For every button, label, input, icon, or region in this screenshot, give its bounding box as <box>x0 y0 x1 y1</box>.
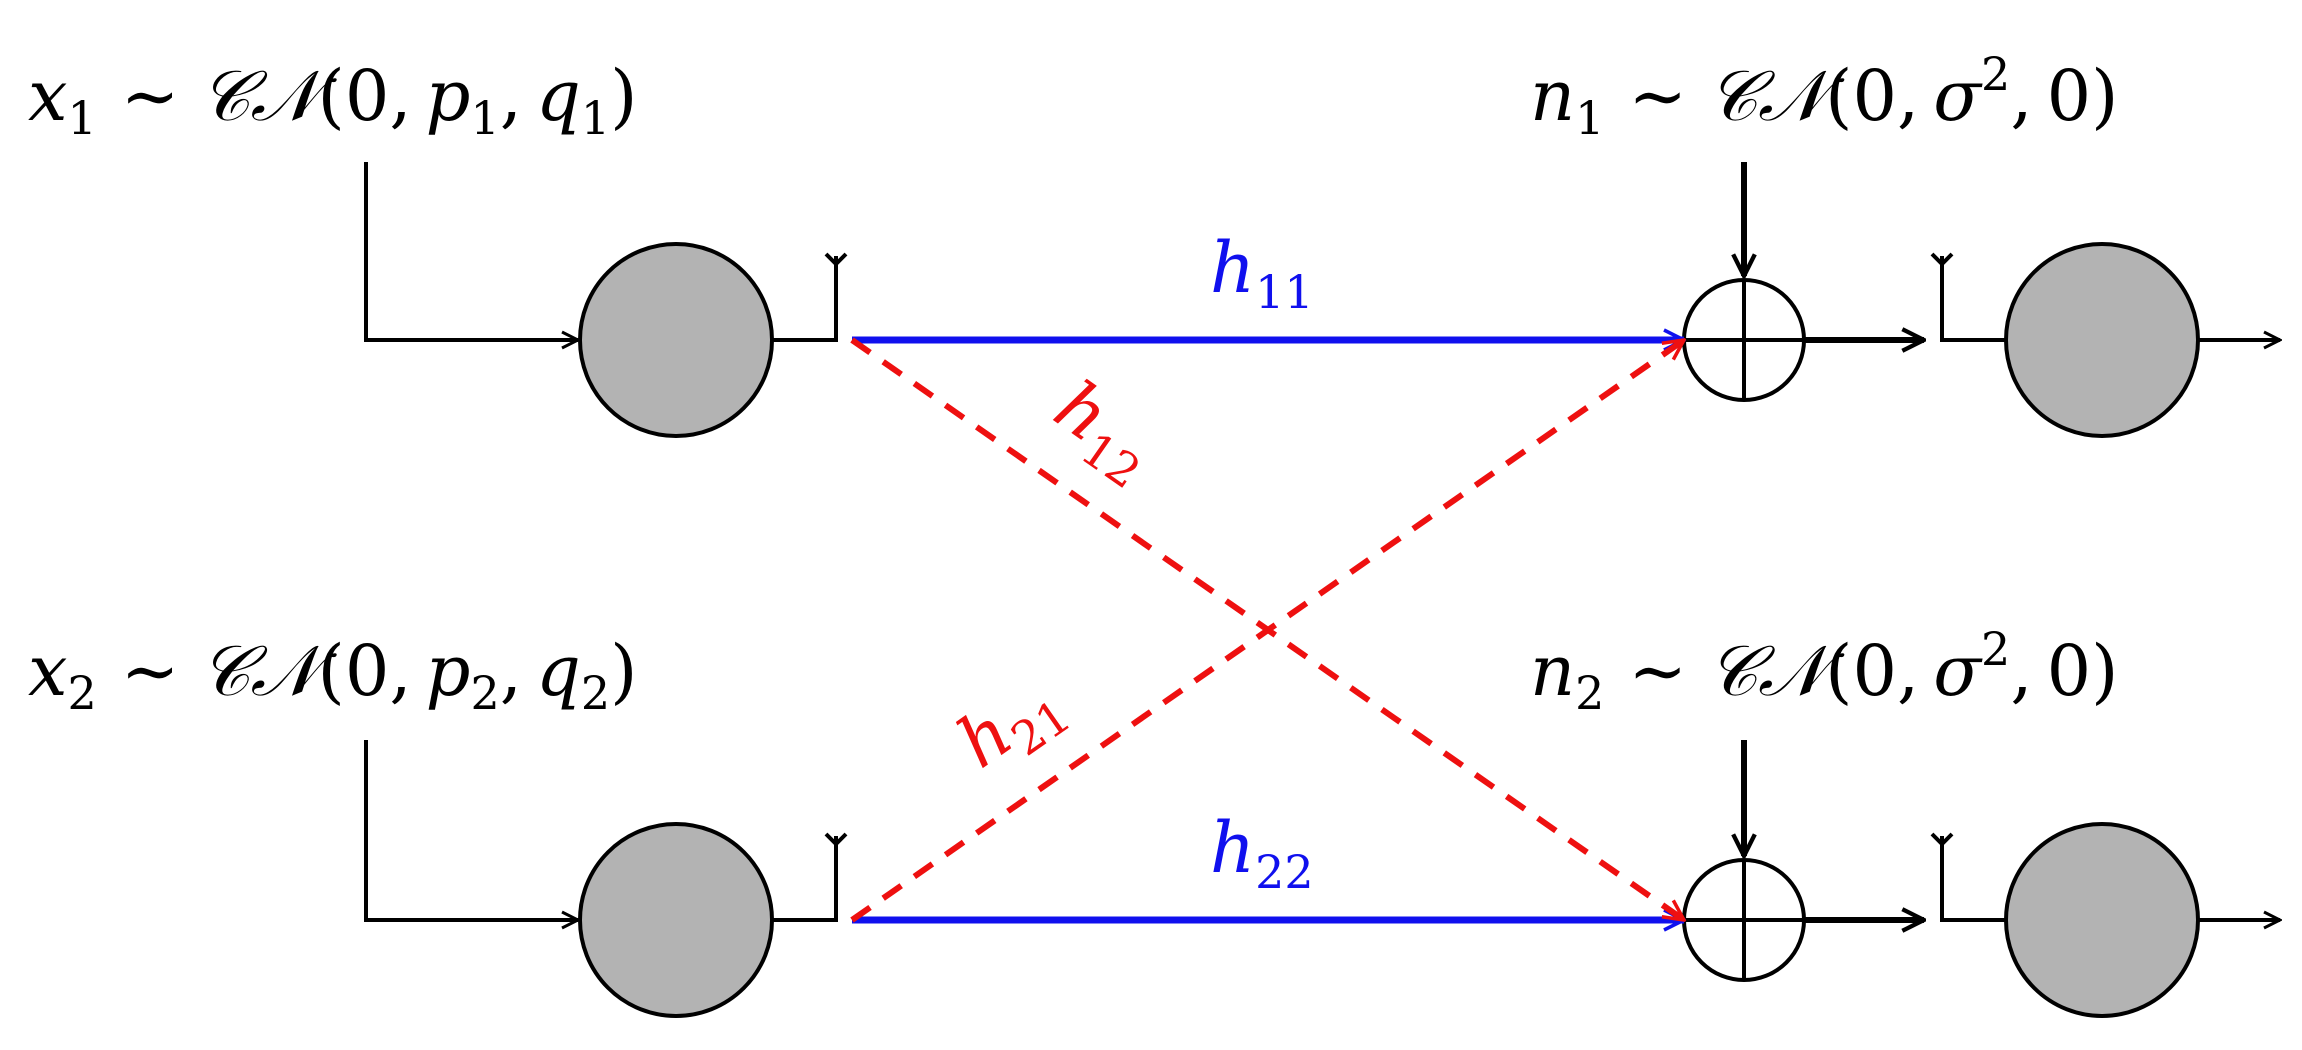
rx1-antenna-icon <box>1930 252 2006 342</box>
rx1-node <box>2004 242 2200 438</box>
channel-h22-label: h22 <box>1210 807 1314 899</box>
channel-h21-link <box>850 337 1684 923</box>
rx2-adder-icon <box>1682 858 1806 982</box>
channel-h21-label: h21 <box>943 657 1081 792</box>
rx1-adder-icon <box>1682 278 1806 402</box>
tx1-node <box>578 242 774 438</box>
tx1-input-wire <box>364 162 578 340</box>
tx1-antenna-icon <box>772 252 848 342</box>
tx2-antenna-icon <box>772 832 848 922</box>
noise2-label: n2∼𝒞𝒩(0,σ2,0) <box>1530 622 2118 720</box>
rx2-node <box>2004 822 2200 1018</box>
tx1-signal-label: x1∼𝒞𝒩(0,p1,q1) <box>28 55 637 145</box>
noise1-label: n1∼𝒞𝒩(0,σ2,0) <box>1530 47 2118 145</box>
tx2-input-wire <box>364 740 578 920</box>
tx2-signal-label: x2∼𝒞𝒩(0,p2,q2) <box>28 630 637 720</box>
tx2-node <box>578 822 774 1018</box>
channel-h11-label: h11 <box>1210 227 1314 319</box>
rx2-antenna-icon <box>1930 832 2006 922</box>
